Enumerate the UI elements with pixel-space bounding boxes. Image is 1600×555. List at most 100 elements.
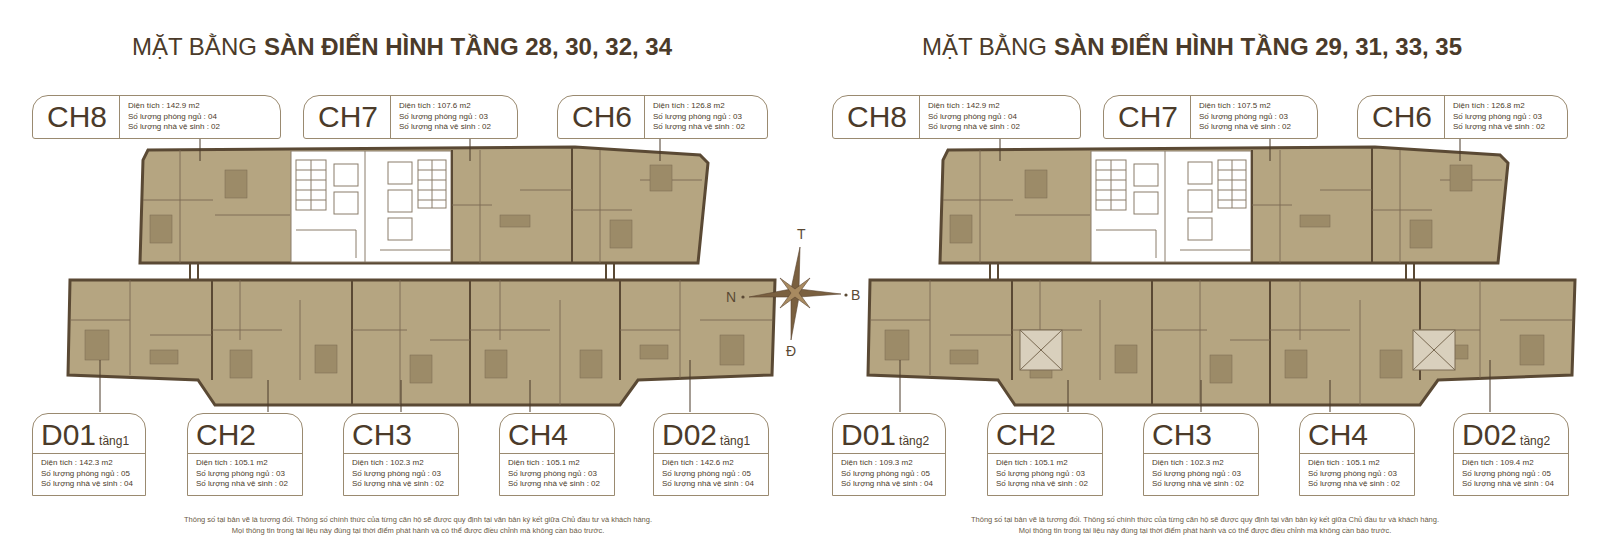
void-cross — [1020, 330, 1062, 370]
unit-info: Diện tích : 142.9 m2Số lượng phòng ngủ :… — [120, 96, 230, 138]
unit-spec: Số lượng phòng ngủ : 03 — [1152, 469, 1250, 480]
void — [1413, 330, 1455, 370]
core-walls — [296, 151, 450, 262]
floor-plan — [68, 139, 775, 412]
unit-spec: Diện tích : 105.1 m2 — [196, 458, 294, 469]
unit-code: CH7 — [1118, 102, 1178, 132]
unit-code: CH2 — [196, 418, 256, 451]
bed — [85, 330, 109, 360]
unit-card-tab: CH3Diện tích : 102.3 m2Số lượng phòng ng… — [1143, 413, 1259, 496]
unit-info: Diện tích : 142.3 m2Số lượng phòng ngủ :… — [33, 454, 145, 495]
unit-spec: Số lượng nhà vệ sinh : 02 — [1199, 122, 1291, 133]
footnote: Mọi thông tin trong tài liệu này đúng tạ… — [232, 526, 605, 536]
bed — [485, 350, 507, 378]
unit-heading: CH3 — [1144, 414, 1258, 454]
unit-spec: Diện tích : 105.1 m2 — [996, 458, 1094, 469]
compass-dot — [844, 293, 847, 296]
unit-info: Diện tích : 107.5 m2Số lượng phòng ngủ :… — [1191, 96, 1301, 138]
unit-code: CH4 — [508, 418, 568, 451]
unit-code: CH6 — [1372, 102, 1432, 132]
stair-steps — [296, 160, 326, 210]
room-walls — [70, 150, 772, 405]
unit-heading: CH6 — [558, 96, 645, 138]
unit-spec: Số lượng nhà vệ sinh : 02 — [352, 479, 450, 490]
compass-letter: N — [726, 289, 736, 305]
floor-note: tầng1 — [720, 434, 750, 448]
unit-spec: Diện tích : 105.1 m2 — [508, 458, 606, 469]
unit-spec: Số lượng nhà vệ sinh : 02 — [653, 122, 745, 133]
unit-card-tab: D02tầng1Diện tích : 142.6 m2Số lượng phò… — [653, 413, 769, 496]
title-light: MẶT BẰNG — [132, 33, 257, 60]
unit-info: Diện tích : 102.3 m2Số lượng phòng ngủ :… — [344, 454, 458, 495]
unit-code: CH8 — [847, 102, 907, 132]
unit-heading: D02tầng1 — [654, 414, 768, 454]
bed — [150, 215, 172, 243]
unit-spec: Số lượng nhà vệ sinh : 02 — [1453, 122, 1545, 133]
unit-spec: Số lượng nhà vệ sinh : 02 — [128, 122, 220, 133]
lift — [388, 190, 412, 212]
unit-spec: Diện tích : 126.8 m2 — [653, 101, 745, 112]
footnote: Mọi thông tin trong tài liệu này đúng tạ… — [1019, 526, 1392, 536]
unit-heading: CH4 — [500, 414, 614, 454]
bed — [410, 355, 432, 383]
unit-spec: Diện tích : 142.9 m2 — [928, 101, 1020, 112]
unit-heading: CH3 — [344, 414, 458, 454]
stair — [296, 160, 326, 210]
plan-title: MẶT BẰNGSÀN ĐIỂN HÌNH TẦNG 29, 31, 33, 3… — [922, 32, 1462, 62]
unit-spec: Số lượng phòng ngủ : 05 — [662, 469, 760, 480]
unit-heading: D01tầng1 — [33, 414, 145, 454]
unit-card-tab: CH4Diện tích : 105.1 m2Số lượng phòng ng… — [499, 413, 615, 496]
unit-info: Diện tích : 109.3 m2Số lượng phòng ngủ :… — [833, 454, 945, 495]
unit-spec: Diện tích : 105.1 m2 — [1308, 458, 1406, 469]
unit-spec: Số lượng nhà vệ sinh : 02 — [1308, 479, 1406, 490]
bed — [720, 335, 744, 365]
compass-star-minor — [780, 278, 810, 308]
unit-info: Diện tích : 126.8 m2Số lượng phòng ngủ :… — [645, 96, 755, 138]
unit-card-tab: CH3Diện tích : 102.3 m2Số lượng phòng ng… — [343, 413, 459, 496]
floor-note: tầng2 — [1520, 434, 1550, 448]
unit-info: Diện tích : 142.9 m2Số lượng phòng ngủ :… — [920, 96, 1030, 138]
unit-heading: CH4 — [1300, 414, 1414, 454]
unit-spec: Số lượng nhà vệ sinh : 04 — [662, 479, 760, 490]
compass-star — [749, 247, 841, 340]
bed — [650, 165, 672, 191]
stair-steps — [418, 160, 446, 208]
unit-spec: Diện tích : 126.8 m2 — [1453, 101, 1545, 112]
unit-card: CH6 Diện tích : 126.8 m2Số lượng phòng ng… — [557, 95, 768, 139]
bed — [230, 350, 252, 378]
bed — [610, 220, 632, 248]
unit-code: CH6 — [572, 102, 632, 132]
unit-spec: Số lượng phòng ngủ : 05 — [1462, 469, 1560, 480]
unit-spec: Số lượng phòng ngủ : 03 — [196, 469, 294, 480]
core — [291, 151, 451, 262]
unit-heading: D01tầng2 — [833, 414, 945, 454]
unit-spec: Số lượng nhà vệ sinh : 04 — [1462, 479, 1560, 490]
table — [640, 345, 668, 359]
unit-card-tab: D01tầng1Diện tích : 142.3 m2Số lượng phò… — [32, 413, 146, 496]
void-cross — [1413, 330, 1455, 370]
lift — [388, 162, 412, 184]
unit-spec: Số lượng phòng ngủ : 04 — [928, 112, 1020, 123]
unit-spec: Diện tích : 142.9 m2 — [128, 101, 220, 112]
unit-spec: Diện tích : 109.4 m2 — [1462, 458, 1560, 469]
stair — [418, 160, 446, 208]
unit-card: CH6Diện tích : 126.8 m2Số lượng phòng ng… — [1357, 95, 1568, 139]
unit-spec: Diện tích : 107.6 m2 — [399, 101, 491, 112]
unit-card-tab: D02tầng2Diện tích : 109.4 m2Số lượng phò… — [1453, 413, 1569, 496]
unit-info: Diện tích : 105.1 m2Số lượng phòng ngủ :… — [500, 454, 614, 495]
unit-card-tab: CH2Diện tích : 105.1 m2Số lượng phòng ng… — [187, 413, 303, 496]
unit-info: Diện tích : 109.4 m2Số lượng phòng ngủ :… — [1454, 454, 1568, 495]
lift — [334, 164, 358, 186]
title-light: MẶT BẰNG — [922, 33, 1047, 60]
unit-heading: CH2 — [988, 414, 1102, 454]
unit-code: D01 — [41, 418, 96, 451]
lift — [388, 218, 412, 240]
unit-heading: CH8 — [833, 96, 920, 138]
bed — [580, 350, 602, 378]
unit-code: D01 — [841, 418, 896, 451]
table — [150, 350, 178, 364]
unit-info: Diện tích : 105.1 m2Số lượng phòng ngủ :… — [1300, 454, 1414, 495]
unit-spec: Diện tích : 142.3 m2 — [41, 458, 137, 469]
unit-spec: Số lượng nhà vệ sinh : 04 — [41, 479, 137, 490]
unit-code: CH2 — [996, 418, 1056, 451]
